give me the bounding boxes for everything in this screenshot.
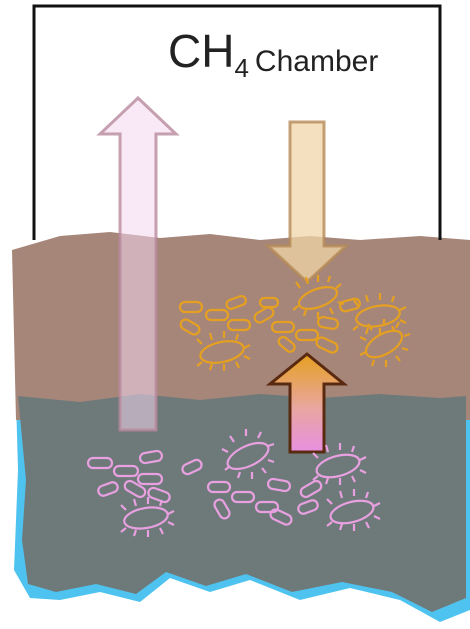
chamber-formula: CH <box>168 25 234 77</box>
soil-layer <box>12 232 470 420</box>
chamber-label: Chamber <box>255 45 378 78</box>
uptake-arrow-icon <box>268 122 346 282</box>
chamber-formula-subscript: 4 <box>234 53 248 83</box>
